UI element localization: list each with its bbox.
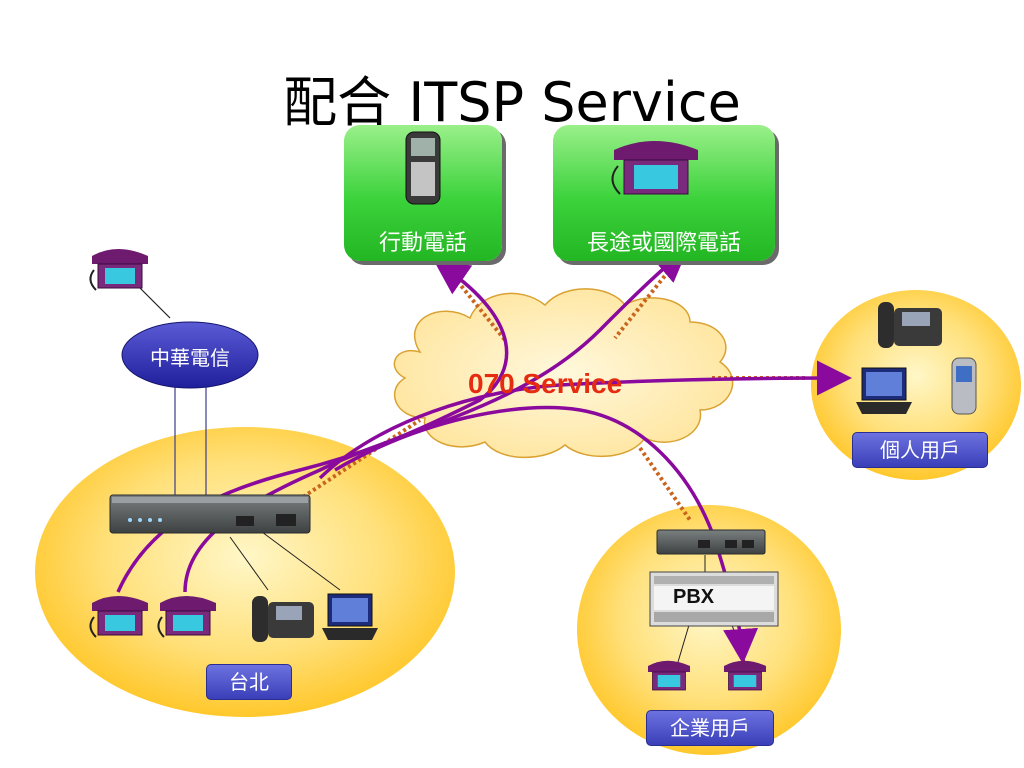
pbx-phone1-link [677,624,690,663]
pbx-cabinet-icon [649,571,779,627]
taipei-laptop-icon [322,593,378,640]
long-distance-card: 長途或國際電話 [553,125,775,261]
taipei-router-icon [109,494,311,534]
enterprise-label: 企業用戶 [646,710,774,746]
router-ipphone-link [229,536,269,591]
personal-cellphone-icon [951,357,977,415]
cht-ellipse [121,321,259,389]
personal-label: 個人用戶 [852,432,988,468]
mobile-label: 行動電話 [378,231,467,256]
mobile-card: 行動電話 [344,125,502,261]
taipei-label: 台北 [206,664,292,700]
phone-cht-link [139,287,171,319]
taipei-ip-phone-icon [252,596,314,642]
page-title: 配合 ITSP Service [283,71,741,134]
personal-laptop-icon [856,367,912,414]
classic-phone-icons [89,249,766,691]
long-distance-label: 長途或國際電話 [586,231,741,256]
pbx-label: PBX [673,586,715,608]
enterprise-router-icon [656,529,766,555]
router-laptop-link [261,531,341,591]
personal-ip-phone-icon [878,302,942,348]
cht-label: 中華電信 [150,346,230,370]
enterprise-region [577,505,841,755]
cloud-label: 070 Service [468,368,623,399]
